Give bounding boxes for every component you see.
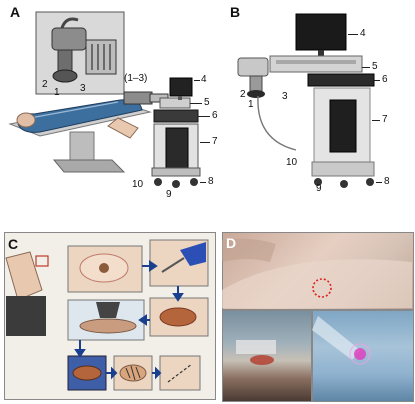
b-callout-2: 2 bbox=[240, 89, 246, 100]
b-callout-4: 4 bbox=[360, 28, 366, 39]
patient-arm bbox=[107, 117, 139, 139]
a-cart-bottom bbox=[151, 167, 201, 177]
b-scope-lens bbox=[247, 90, 265, 98]
c-step2-scalpel bbox=[161, 257, 185, 273]
bed-pedestal bbox=[69, 131, 95, 161]
a-callout-8: 8 bbox=[208, 176, 214, 187]
b-leader-8 bbox=[376, 182, 382, 183]
panel-b-label: B bbox=[230, 4, 241, 20]
a-callout-7: 7 bbox=[212, 136, 218, 147]
d-light-spot bbox=[354, 348, 366, 360]
b-callout-6: 6 bbox=[382, 74, 388, 85]
d-arm-shape bbox=[222, 259, 412, 308]
inset-frame bbox=[35, 11, 125, 95]
b-callout-9: 9 bbox=[316, 183, 322, 194]
c-step6-stitches bbox=[125, 365, 141, 381]
b-callout-10: 10 bbox=[286, 157, 298, 168]
a-callout-3: 3 bbox=[80, 83, 86, 94]
c-arrows bbox=[74, 260, 184, 380]
a-callout-4: 4 bbox=[201, 74, 207, 85]
c-step1-lesion bbox=[99, 263, 109, 273]
a-wheel-3 bbox=[172, 180, 180, 188]
a-callout-5: 5 bbox=[204, 97, 210, 108]
b-cable bbox=[257, 95, 297, 151]
b-callout-8: 8 bbox=[384, 176, 390, 187]
b-monitor-stand bbox=[318, 50, 324, 60]
a-wheel-2 bbox=[190, 178, 198, 186]
a-leader-8 bbox=[200, 182, 206, 183]
c-step3-wound bbox=[159, 307, 197, 327]
panel-a-label: A bbox=[10, 4, 21, 20]
c-step2-glove bbox=[180, 242, 206, 266]
inset-lens bbox=[52, 69, 78, 83]
c-step4-objective bbox=[96, 302, 120, 318]
a-leader-7 bbox=[200, 142, 210, 143]
a-callout-10: 10 bbox=[132, 179, 144, 190]
c-patient-arm bbox=[5, 251, 43, 301]
a-callout-1to3: (1–3) bbox=[124, 73, 148, 84]
a-leader-6 bbox=[198, 116, 210, 117]
c-step7-scar bbox=[167, 363, 193, 383]
a-leader-5 bbox=[190, 103, 202, 104]
mattress-stripe bbox=[29, 101, 119, 119]
a-callout-2: 2 bbox=[42, 79, 48, 90]
a-callout-9: 9 bbox=[166, 189, 172, 200]
a-callout-6: 6 bbox=[212, 110, 218, 121]
inset-body bbox=[85, 39, 117, 75]
b-cart-pc bbox=[329, 99, 357, 153]
b-callout-7: 7 bbox=[382, 114, 388, 125]
d-instrument bbox=[312, 316, 360, 360]
c-step5-specimen bbox=[72, 365, 102, 381]
d-shoulder bbox=[222, 238, 276, 262]
panel-c-label: C bbox=[8, 236, 19, 252]
a-wheel-1 bbox=[154, 178, 162, 186]
c-armrest bbox=[6, 296, 46, 336]
panel-d-label: D bbox=[226, 235, 237, 251]
a-callout-1: 1 bbox=[54, 87, 60, 98]
b-leader-6 bbox=[374, 80, 380, 81]
b-wheel-3 bbox=[340, 180, 348, 188]
d-light-halo bbox=[349, 343, 371, 365]
b-callout-3: 3 bbox=[282, 91, 288, 102]
d-lesion-marker bbox=[312, 278, 332, 298]
patient-head bbox=[16, 112, 36, 128]
b-wheel-1 bbox=[314, 178, 322, 186]
b-leader-7 bbox=[372, 120, 380, 121]
b-leader-4 bbox=[348, 34, 358, 35]
b-arm-rail bbox=[276, 60, 356, 64]
b-cart-base bbox=[311, 161, 375, 177]
b-callout-1: 1 bbox=[248, 99, 254, 110]
c-zoom-marker bbox=[35, 255, 49, 267]
bed-base bbox=[52, 159, 126, 173]
inset-eyepiece bbox=[60, 17, 79, 29]
inset-fins bbox=[91, 44, 111, 70]
d-incision bbox=[250, 355, 274, 365]
b-wheel-2 bbox=[366, 178, 374, 186]
c-step4-tissue bbox=[79, 318, 137, 334]
b-callout-5: 5 bbox=[372, 61, 378, 72]
b-leader-5 bbox=[362, 67, 370, 68]
a-monitor-stand bbox=[178, 96, 182, 100]
b-monitor bbox=[295, 13, 347, 51]
d-drape bbox=[236, 340, 276, 354]
a-leader-4 bbox=[194, 80, 200, 81]
